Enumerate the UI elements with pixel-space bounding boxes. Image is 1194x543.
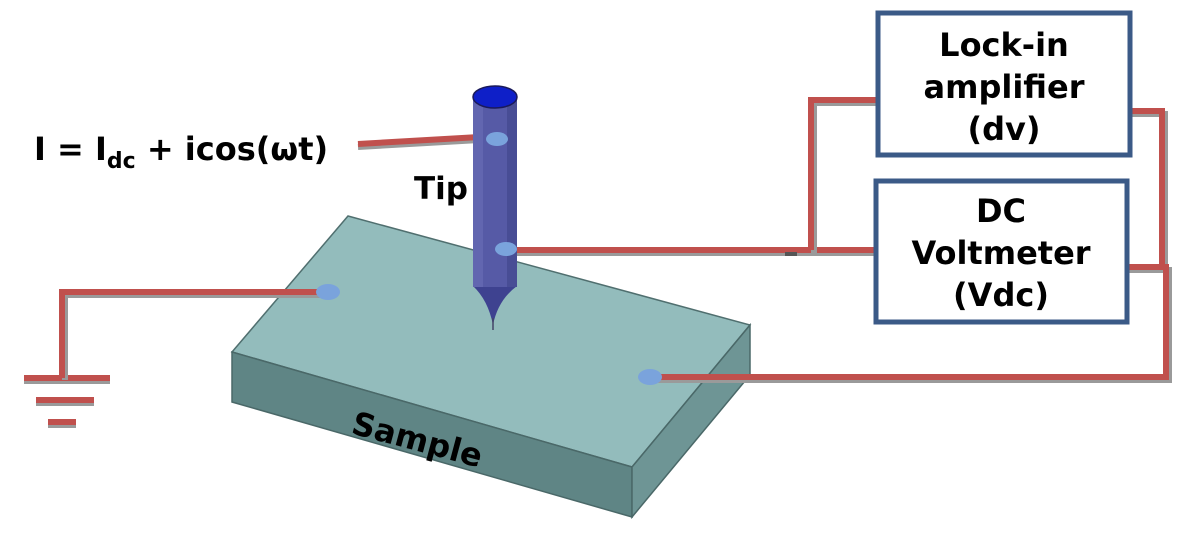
dc-voltmeter-box: DC Voltmeter (Vdc) [873, 178, 1130, 325]
lockin-output-wire [1130, 108, 1165, 267]
ground-symbol [24, 375, 110, 428]
ground-contact [316, 284, 340, 300]
tip [472, 85, 518, 330]
lockin-input-wire [808, 97, 878, 250]
current-equation-suffix: + icos(ωt) [136, 130, 328, 168]
current-equation-prefix: I = I [34, 130, 107, 168]
tip-contact-middle [495, 242, 517, 256]
sample-block [230, 215, 752, 520]
voltmeter-label-line1: DC [976, 192, 1026, 230]
voltmeter-label-line3: (Vdc) [953, 276, 1049, 314]
lockin-label-line1: Lock-in [939, 26, 1069, 64]
wires [59, 97, 1172, 383]
ground-wire [59, 289, 326, 378]
contacts [316, 132, 662, 385]
current-equation: I = Idc + icos(ωt) [34, 130, 328, 174]
tip-contact-top [486, 132, 508, 146]
tip-apex [473, 280, 517, 325]
tip-label: Tip [414, 171, 468, 207]
tip-cap [472, 85, 518, 109]
sample-contact [638, 369, 662, 385]
lockin-label-line3: (dv) [967, 110, 1040, 148]
lockin-label-line2: amplifier [924, 68, 1085, 106]
current-equation-subscript: dc [107, 149, 136, 174]
lockin-amplifier-box: Lock-in amplifier (dv) [875, 10, 1133, 158]
voltmeter-label-line2: Voltmeter [911, 234, 1090, 272]
voltmeter-to-sample-wire [650, 264, 1169, 380]
